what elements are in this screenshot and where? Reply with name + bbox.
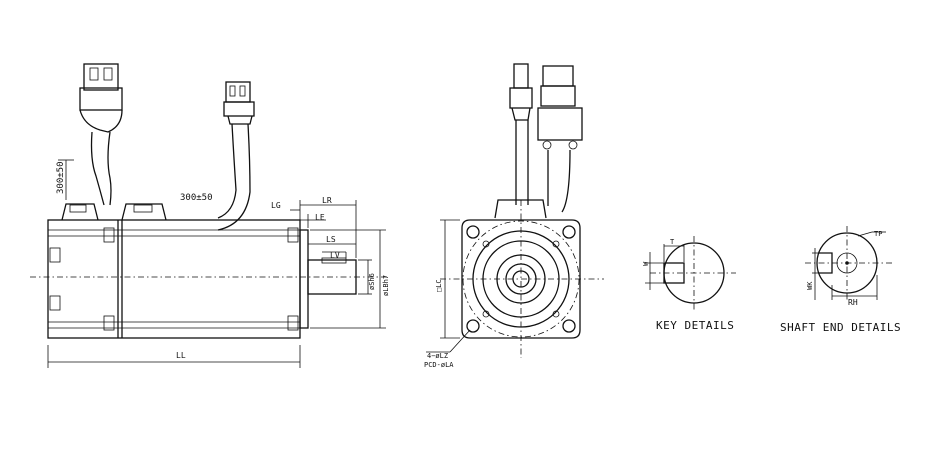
- lg-label: LG: [271, 201, 281, 210]
- lr-label: LR: [322, 196, 332, 205]
- power-connector: [217, 81, 255, 231]
- shaft-diameter-label: øSh6: [368, 273, 376, 290]
- side-view: 300±50 300±50 LG LR LE LS LV øSh6 øLBh7 …: [30, 63, 390, 368]
- lc-label: □LC: [435, 279, 443, 292]
- wk-label: WK: [806, 281, 814, 290]
- key-details: T W KEY DETAILS: [642, 236, 736, 332]
- holes-label: 4−øLZ: [427, 352, 448, 360]
- pcd-label: PCD-øLA: [424, 361, 454, 369]
- cable-length-top-label: 300±50: [180, 193, 213, 203]
- ll-label: LL: [176, 351, 186, 360]
- key-details-caption: KEY DETAILS: [656, 319, 734, 332]
- motor-body: [47, 219, 357, 339]
- shaft-end-details-caption: SHAFT END DETAILS: [780, 321, 901, 334]
- rh-label: RH: [848, 298, 858, 307]
- encoder-connector: [79, 63, 123, 206]
- spigot-diameter-label: øLBh7: [382, 275, 390, 296]
- lv-label: LV: [330, 251, 340, 260]
- front-view: □LC 4−øLZ PCD-øLA: [424, 63, 604, 369]
- le-label: LE: [315, 213, 325, 222]
- t-label: T: [670, 238, 675, 246]
- w-label: W: [642, 261, 650, 266]
- shaft-end-details: TP WK RH SHAFT END DETAILS: [780, 226, 901, 334]
- tp-label: TP: [874, 230, 882, 238]
- ls-label: LS: [326, 235, 336, 244]
- side-dimensions: [47, 159, 386, 368]
- cable-length-side-label: 300±50: [56, 161, 66, 194]
